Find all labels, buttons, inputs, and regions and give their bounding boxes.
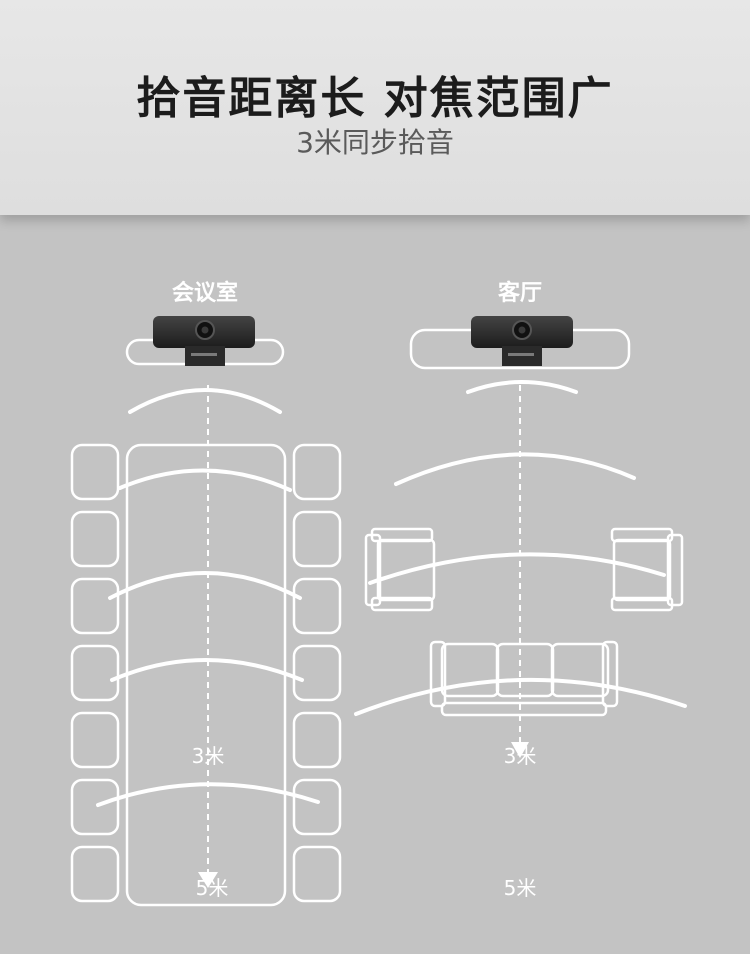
- meeting-room-label: 会议室: [172, 280, 238, 306]
- living-room-webcam-icon: [471, 316, 573, 366]
- header-banner: 拾音距离长 对焦范围广 3米同步拾音: [0, 0, 750, 215]
- meeting-5m-mark: 5米: [196, 876, 229, 900]
- meeting-sound-arcs: [96, 388, 320, 807]
- living-5m-mark: 5米: [504, 876, 537, 900]
- meeting-distance-arrow: [198, 872, 218, 888]
- page-subtitle: 3米同步拾音: [296, 126, 454, 159]
- living-distance-arrow: [511, 742, 529, 758]
- meeting-room-webcam-icon: [153, 316, 255, 366]
- page-title: 拾音距离长 对焦范围广: [136, 73, 614, 124]
- meeting-3m-mark: 3米: [192, 744, 225, 768]
- meeting-table: [125, 443, 287, 907]
- meeting-chairs-right: [292, 443, 342, 903]
- living-room-scene: 客厅: [354, 280, 687, 900]
- living-room-armchair-left: [364, 527, 436, 612]
- meeting-room-scene: 会议室: [70, 280, 342, 907]
- living-room-label: 客厅: [498, 280, 542, 306]
- meeting-chairs-left: [70, 443, 120, 903]
- living-room-armchair-right: [610, 527, 684, 612]
- living-3m-mark: 3米: [504, 744, 537, 768]
- living-sound-arcs: [354, 380, 687, 716]
- living-room-sofa: [429, 640, 619, 717]
